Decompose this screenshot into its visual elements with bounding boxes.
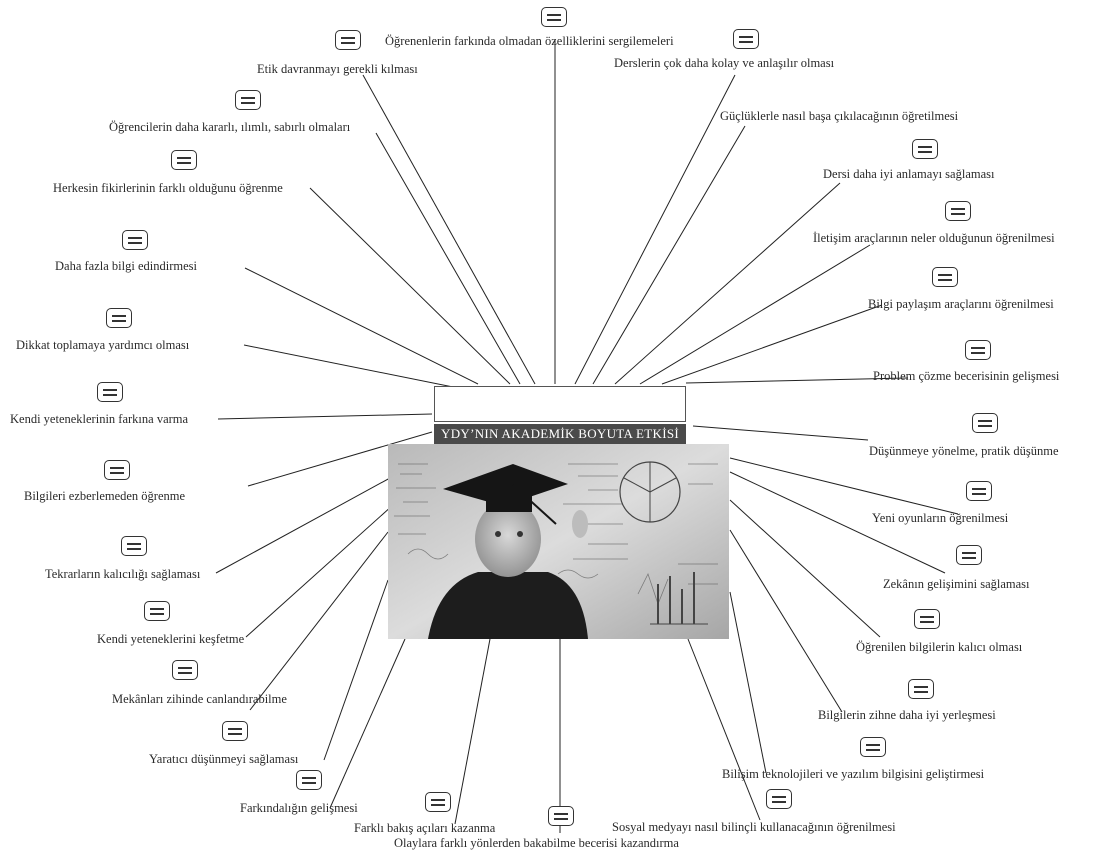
branch-label: Problem çözme becerisinin gelişmesi: [873, 369, 1060, 383]
note-icon[interactable]: [945, 201, 971, 221]
branch-label: Herkesin fikirlerinin farklı olduğunu öğ…: [53, 181, 283, 195]
note-icon[interactable]: [912, 139, 938, 159]
note-icon[interactable]: [425, 792, 451, 812]
note-icon[interactable]: [860, 737, 886, 757]
note-icon[interactable]: [122, 230, 148, 250]
branch-label: Bilgilerin zihne daha iyi yerleşmesi: [818, 708, 996, 722]
branch-label: Yeni oyunların öğrenilmesi: [872, 511, 1009, 525]
note-icon[interactable]: [908, 679, 934, 699]
branch-label: Öğrenenlerin farkında olmadan özellikler…: [385, 34, 674, 48]
branch-label: İletişim araçlarının neler olduğunun öğr…: [813, 231, 1055, 245]
note-icon[interactable]: [733, 29, 759, 49]
note-icon[interactable]: [104, 460, 130, 480]
branch-label: Öğrenilen bilgilerin kalıcı olması: [856, 640, 1023, 654]
branch-label: Yaratıcı düşünmeyi sağlaması: [149, 752, 299, 766]
branch-label: Etik davranmayı gerekli kılması: [257, 62, 418, 76]
branch-label: Kendi yeteneklerinin farkına varma: [10, 412, 189, 426]
branch-label: Farkındalığın gelişmesi: [240, 801, 358, 815]
note-icon[interactable]: [97, 382, 123, 402]
note-icon[interactable]: [972, 413, 998, 433]
note-icon[interactable]: [966, 481, 992, 501]
central-photo: [388, 444, 729, 639]
branch-label: Öğrencilerin daha kararlı, ılımlı, sabır…: [109, 120, 351, 134]
note-icon[interactable]: [106, 308, 132, 328]
branch-label: Zekânın gelişimini sağlaması: [883, 577, 1030, 591]
note-icon[interactable]: [296, 770, 322, 790]
note-icon[interactable]: [171, 150, 197, 170]
branch-label: Düşünmeye yönelme, pratik düşünme: [869, 444, 1059, 458]
branch-label: Mekânları zihinde canlandırabilme: [112, 692, 287, 706]
note-icon[interactable]: [222, 721, 248, 741]
branch-label: Dersi daha iyi anlamayı sağlaması: [823, 167, 995, 181]
branch-label: Bilgi paylaşım araçlarını öğrenilmesi: [868, 297, 1054, 311]
note-icon[interactable]: [766, 789, 792, 809]
note-icon[interactable]: [235, 90, 261, 110]
branch-label: Tekrarların kalıcılığı sağlaması: [45, 567, 201, 581]
note-icon[interactable]: [965, 340, 991, 360]
note-icon[interactable]: [172, 660, 198, 680]
note-icon[interactable]: [548, 806, 574, 826]
note-icon[interactable]: [932, 267, 958, 287]
branch-label: Bilişim teknolojileri ve yazılım bilgisi…: [722, 767, 985, 781]
branch-label: Bilgileri ezberlemeden öğrenme: [24, 489, 186, 503]
branch-label: Güçlüklerle nasıl başa çıkılacağının öğr…: [720, 109, 959, 123]
branch-label: Dikkat toplamaya yardımcı olması: [16, 338, 190, 352]
note-icon[interactable]: [541, 7, 567, 27]
branch-label: Sosyal medyayı nasıl bilinçli kullanacağ…: [612, 820, 896, 834]
branch-label: Farklı bakış açıları kazanma: [354, 821, 496, 835]
note-icon[interactable]: [121, 536, 147, 556]
branch-label: Olaylara farklı yönlerden bakabilme bece…: [394, 836, 679, 850]
note-icon[interactable]: [914, 609, 940, 629]
note-icon[interactable]: [335, 30, 361, 50]
branch-label: Daha fazla bilgi edindirmesi: [55, 259, 197, 273]
central-node-box[interactable]: [434, 386, 686, 422]
central-node-title: YDY’NIN AKADEMİK BOYUTA ETKİSİ: [434, 424, 686, 444]
branch-label: Derslerin çok daha kolay ve anlaşılır ol…: [614, 56, 835, 70]
note-icon[interactable]: [144, 601, 170, 621]
branch-label: Kendi yeteneklerini keşfetme: [97, 632, 245, 646]
note-icon[interactable]: [956, 545, 982, 565]
